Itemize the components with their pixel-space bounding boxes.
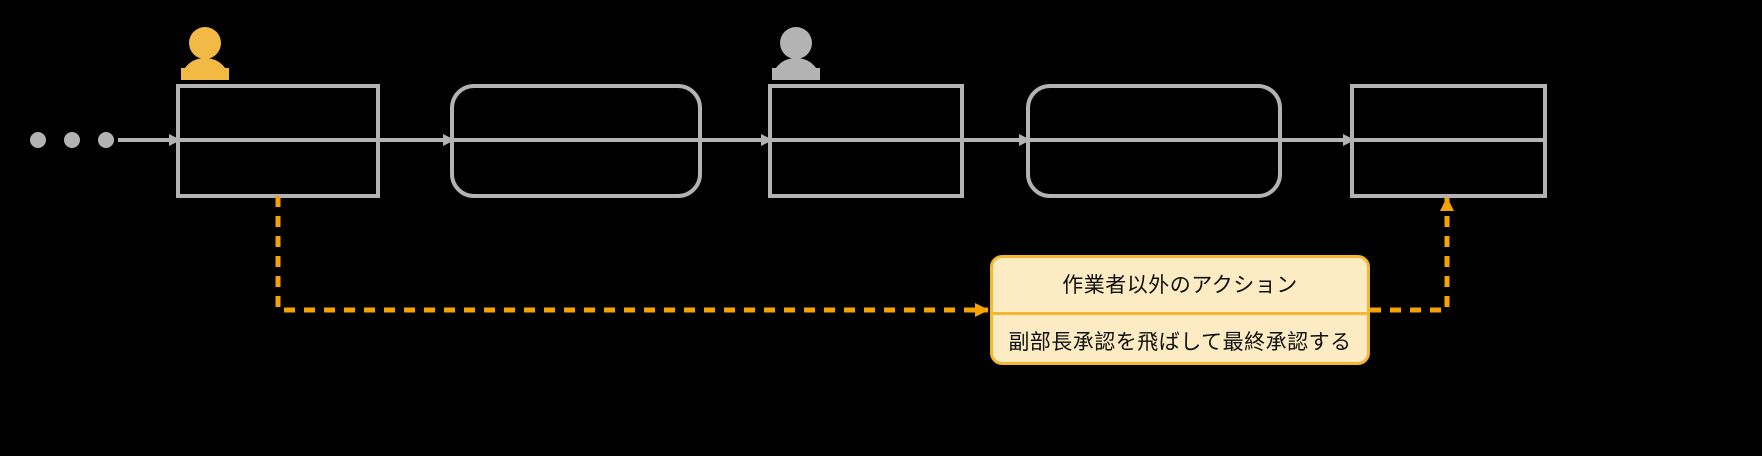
node-4[interactable] — [1026, 84, 1282, 198]
node-3[interactable] — [768, 84, 964, 198]
actor-person-icon-highlighted — [181, 27, 229, 80]
node-1[interactable] — [176, 84, 380, 198]
continuation-dots-icon — [30, 132, 114, 148]
callout-outgoing-dashed-path — [1370, 197, 1454, 313]
non-worker-action-callout[interactable]: 作業者以外のアクション 副部長承認を飛ばして最終承認する — [990, 255, 1370, 365]
callout-title: 作業者以外のアクション — [993, 258, 1367, 315]
callout-body: 副部長承認を飛ばして最終承認する — [1008, 329, 1352, 354]
callout-incoming-dashed-path — [275, 196, 989, 317]
actor-person-icon-default — [772, 27, 820, 80]
node-5[interactable] — [1350, 84, 1547, 198]
node-2[interactable] — [450, 84, 702, 198]
